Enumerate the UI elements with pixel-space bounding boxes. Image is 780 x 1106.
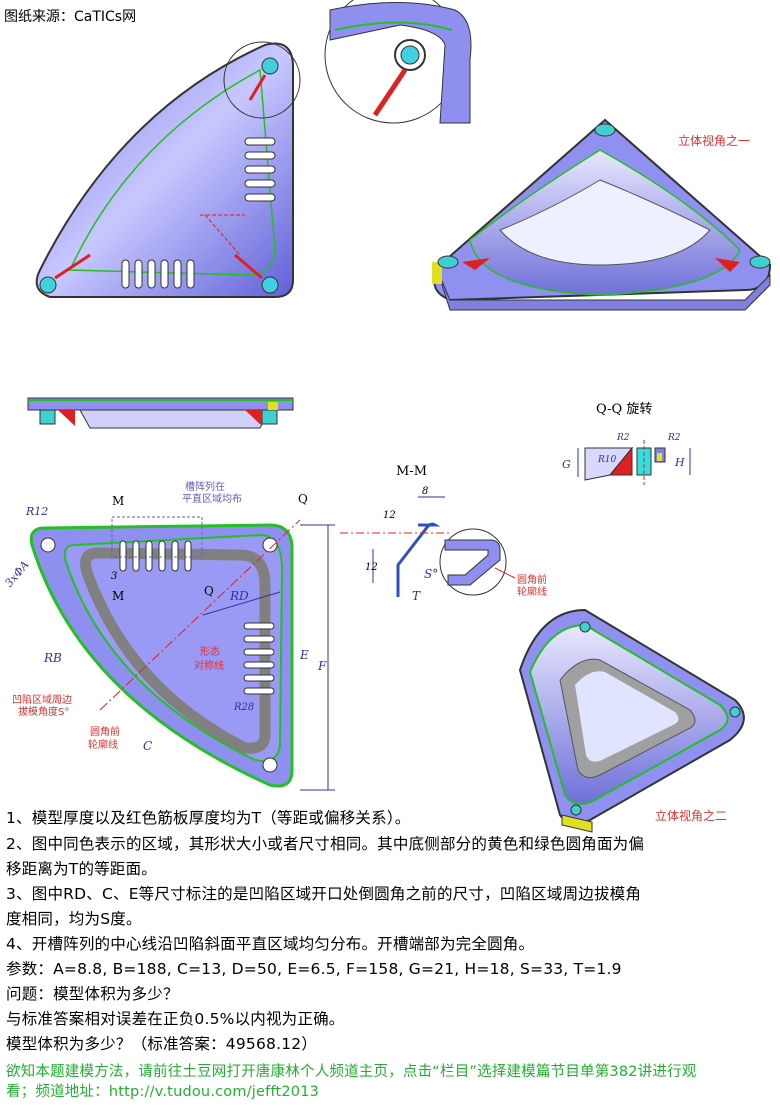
dim-s: S° [424, 567, 438, 581]
question: 问题：模型体积为多少？ [6, 985, 179, 1003]
parameters: 参数：A=8.8, B=188, C=13, D=50, E=6.5, F=15… [6, 960, 622, 978]
dim-r2-a: R2 [616, 433, 630, 443]
contour-note-2: 轮廓线 [88, 738, 118, 751]
footer-line-2[interactable]: 看；频道地址：http://v.tudou.com/jefft2013 [6, 1084, 320, 1100]
dim-r10: R10 [597, 455, 617, 465]
dim-r28: R28 [233, 702, 254, 713]
section-qq: Q-Q 旋转 G H R2 R10 R2 [562, 402, 691, 485]
slot-note-2: 平直区域均布 [182, 492, 242, 505]
section-qq-title: Q-Q 旋转 [596, 402, 652, 417]
dim-r12: R12 [25, 505, 48, 518]
dim-g: G [562, 458, 571, 471]
mm-contour-label-2: 轮廓线 [517, 585, 547, 598]
section-mm-title: M-M [396, 464, 427, 479]
dim-rd: RD [229, 589, 249, 603]
section-mark-q-bottom: Q [204, 584, 214, 598]
note-2b: 移距离为T的等距面。 [6, 860, 157, 878]
main-plan-view: F RD E RB R12 3xΦA C R28 3 M M Q Q 槽阵列在 … [2, 480, 335, 791]
slot-array-horizontal [244, 137, 276, 202]
dim-e: E [299, 648, 309, 662]
mm-contour-label-1: 圆角前 [517, 573, 547, 586]
answer: 模型体积为多少？（标准答案：49568.12） [6, 1035, 318, 1053]
section-mark-m-bottom: M [112, 589, 124, 603]
top-plan-view [35, 41, 301, 298]
mount-hole-icon [39, 57, 279, 294]
dim-12-a: 12 [383, 510, 396, 521]
iso-view-1: 立体视角之一 [432, 118, 772, 311]
iso-view-2-label: 立体视角之二 [655, 808, 727, 823]
source-caption: 图纸来源：CaTICs网 [4, 9, 137, 25]
tolerance: 与标准答案相对误差在正负0.5%以内视为正确。 [6, 1010, 345, 1028]
note-3b: 度相同，均为S度。 [6, 910, 142, 928]
symmetry-note-2: 对称线 [194, 659, 224, 672]
dim-f: F [317, 659, 327, 673]
main-slots-vertical [119, 540, 192, 572]
footer-line-1: 欲知本题建模方法，请前往土豆网打开唐康林个人频道主页，点击“栏目”选择建模篇节目… [6, 1064, 697, 1080]
iso-view-1-label: 立体视角之一 [678, 133, 750, 148]
dim-3: 3 [111, 571, 117, 582]
dim-r2-b: R2 [667, 433, 681, 443]
dim-a: 3xΦA [2, 558, 31, 590]
dim-8: 8 [422, 486, 428, 497]
slot-array-vertical [121, 259, 195, 289]
main-slots-horizontal [243, 622, 275, 695]
slot-note-1: 槽阵列在 [185, 480, 225, 493]
draft-note-2: 拔模角度S° [18, 705, 69, 718]
note-3a: 3、图中RD、C、E等尺寸标注的是凹陷区域开口处倒圆角之前的尺寸，凹陷区域周边拔… [6, 885, 642, 903]
note-4: 4、开槽阵列的中心线沿凹陷斜面平直区域均匀分布。开槽端部为完全圆角。 [6, 935, 535, 953]
iso-view-2: 立体视角之二 [518, 608, 745, 833]
dim-h: H [674, 456, 685, 469]
note-2a: 2、图中同色表示的区域，其形状大小或者尺寸相同。其中底侧部分的黄色和绿色圆角面为… [6, 835, 645, 853]
dim-t: T [412, 589, 421, 603]
dim-12-b: 12 [365, 562, 378, 573]
note-1: 1、模型厚度以及红色筋板厚度均为T（等距或偏移关系）。 [6, 809, 411, 827]
section-mm: M-M 8 12 12 S° T 圆角前 轮廓线 [340, 464, 547, 603]
section-mark-m-top: M [112, 494, 124, 508]
dim-rb: RB [43, 651, 62, 665]
draft-note-1: 凹陷区域周边 [12, 693, 72, 706]
symmetry-note-1: 形态 [200, 645, 220, 658]
side-view [27, 397, 294, 429]
dim-c: C [143, 739, 152, 753]
detail-circle-view [324, 0, 472, 124]
contour-note-1: 圆角前 [90, 725, 120, 738]
section-mark-q-top: Q [298, 492, 308, 506]
